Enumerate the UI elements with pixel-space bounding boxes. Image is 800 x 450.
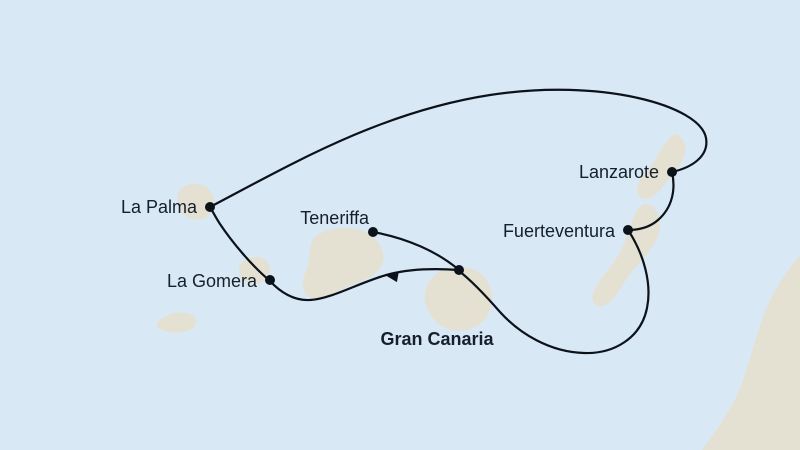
port-dot-la-gomera [265, 275, 275, 285]
port-dot-la-palma [205, 202, 215, 212]
island-fuerteventura [592, 203, 661, 307]
port-dot-lanzarote [667, 167, 677, 177]
island-la-palma [177, 183, 215, 220]
route-segment-gran-canaria-la-gomera [268, 268, 461, 302]
route-direction-arrow-icon [385, 272, 399, 283]
port-dot-gran-canaria [454, 265, 464, 275]
port-label-la-palma: La Palma [121, 197, 198, 217]
port-label-lanzarote: Lanzarote [579, 162, 659, 182]
island-el-hierro [157, 312, 197, 333]
port-label-fuerteventura: Fuerteventura [503, 221, 616, 241]
coastline-africa [702, 255, 800, 450]
port-label-gran-canaria: Gran Canaria [380, 329, 494, 349]
port-dot-teneriffa [368, 227, 378, 237]
island-lanzarote [636, 134, 686, 199]
port-label-la-gomera: La Gomera [167, 271, 258, 291]
island-gran-canaria [424, 266, 493, 332]
port-label-teneriffa: Teneriffa [300, 208, 370, 228]
route-segment-la-palma-lanzarote [208, 88, 708, 209]
port-dot-fuerteventura [623, 225, 633, 235]
route-segment-la-gomera-la-palma [208, 205, 272, 283]
route-segment-lanzarote-fuerteventura [626, 170, 675, 232]
island-teneriffa [302, 227, 384, 299]
island-la-gomera [239, 257, 271, 284]
route-segment-gran-canaria-teneriffa [371, 230, 461, 272]
route-segment-fuerteventura-gran-canaria [457, 228, 650, 355]
